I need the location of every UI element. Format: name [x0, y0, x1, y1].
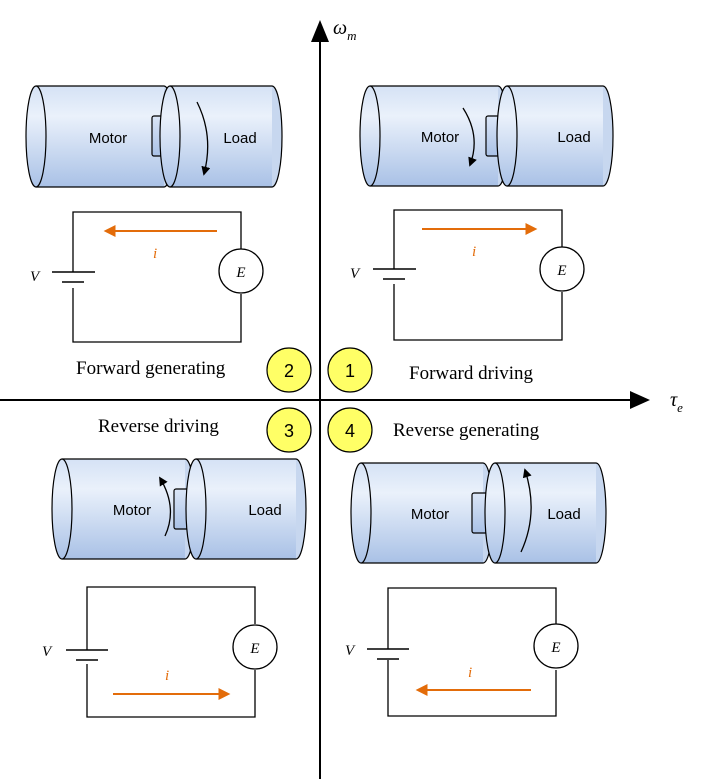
motor-label: Motor — [89, 130, 127, 147]
quadrant-3-motor-load: Motor Load — [51, 458, 307, 560]
quadrant-4-name: Reverse generating — [393, 420, 540, 441]
badge-3-number: 3 — [284, 421, 294, 441]
x-axis-arrowhead — [630, 391, 650, 409]
load-label: Load — [557, 129, 590, 146]
quadrant-1-name: Forward driving — [409, 363, 534, 384]
emf-source — [218, 248, 264, 294]
emf-label: E — [556, 263, 566, 279]
badge-4-number: 4 — [345, 421, 355, 441]
quadrant-2-motor-load: Motor Load — [25, 85, 283, 188]
voltage-label: V — [42, 644, 53, 660]
load-label: Load — [547, 506, 580, 523]
badge-3-circle — [266, 407, 312, 453]
quadrant-3-name: Reverse driving — [98, 416, 219, 437]
quadrant-4-circuit: V E i — [345, 587, 579, 717]
current-label: i — [468, 665, 472, 681]
quadrant-1-motor-load: Motor Load — [359, 85, 614, 187]
quadrant-2-name: Forward generating — [76, 358, 226, 379]
quadrant-1-circuit: V E i — [350, 209, 585, 341]
emf-source — [533, 623, 579, 669]
rotation-arrow — [462, 107, 477, 167]
badge-1-number: 1 — [345, 361, 355, 381]
rotation-arrow — [196, 101, 211, 176]
emf-source — [539, 246, 585, 292]
badge-4-circle — [327, 407, 373, 453]
voltage-label: V — [345, 643, 356, 659]
load-label: Load — [223, 130, 256, 147]
emf-label: E — [249, 641, 259, 657]
badge-2-number: 2 — [284, 361, 294, 381]
motor-label: Motor — [411, 506, 449, 523]
voltage-label: V — [350, 266, 361, 282]
emf-label: E — [235, 265, 245, 281]
motor-label: Motor — [421, 129, 459, 146]
load-label: Load — [248, 502, 281, 519]
quadrant-2-circuit: V E i — [30, 211, 264, 343]
rotation-arrow — [520, 468, 532, 553]
badge-1-circle — [327, 347, 373, 393]
quadrant-3-circuit: V E i — [42, 586, 278, 718]
y-axis-arrowhead — [311, 20, 329, 42]
voltage-label: V — [30, 269, 41, 285]
motor-label: Motor — [113, 502, 151, 519]
current-label: i — [153, 246, 157, 262]
badge-2-circle — [266, 347, 312, 393]
quadrant-4-motor-load: Motor Load — [350, 462, 607, 564]
current-label: i — [165, 668, 169, 684]
quadrant-badges: 1 2 3 4 — [266, 347, 373, 453]
emf-label: E — [550, 640, 560, 656]
axes: τe ωm — [0, 17, 683, 779]
rotation-arrow — [159, 476, 172, 537]
emf-source — [232, 624, 278, 670]
y-axis-label: ωm — [333, 17, 357, 43]
current-label: i — [472, 244, 476, 260]
x-axis-label: τe — [670, 389, 683, 415]
